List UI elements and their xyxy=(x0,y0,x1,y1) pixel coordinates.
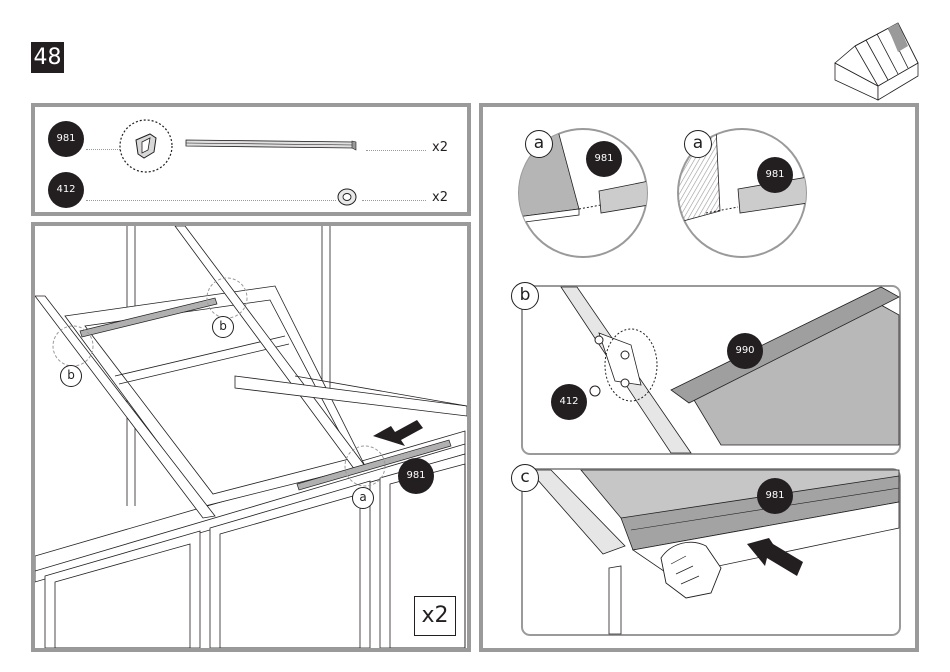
nut-icon xyxy=(336,186,358,208)
detail-letter-a: a xyxy=(525,130,553,158)
profile-detail-icon xyxy=(118,118,174,174)
detail-label-b: b xyxy=(60,365,82,387)
arrow-icon xyxy=(373,420,423,446)
part-badge-981: 981 xyxy=(48,121,84,157)
detail-letter-c: c xyxy=(511,464,539,492)
repeat-count: x2 xyxy=(414,596,456,636)
part-badge-412: 412 xyxy=(48,172,84,208)
greenhouse-thumbnail-icon xyxy=(830,8,922,100)
detail-b-drawing xyxy=(521,285,901,455)
part-badge-981: 981 xyxy=(398,458,434,494)
step-number: 48 xyxy=(31,42,64,73)
quantity-981: x2 xyxy=(432,140,448,155)
detail-letter-a: a xyxy=(684,130,712,158)
leader-line xyxy=(366,150,426,151)
part-badge-412: 412 xyxy=(551,384,587,420)
greenhouse-roof-drawing xyxy=(35,226,467,648)
main-assembly-view xyxy=(31,222,471,652)
part-badge-981: 981 xyxy=(757,478,793,514)
detail-label-b: b xyxy=(212,316,234,338)
leader-line xyxy=(362,200,426,201)
quantity-412: x2 xyxy=(432,190,448,205)
detail-c-drawing xyxy=(521,468,901,636)
detail-letter-b: b xyxy=(511,282,539,310)
part-badge-981: 981 xyxy=(586,141,622,177)
part-badge-990: 990 xyxy=(727,333,763,369)
detail-label-a: a xyxy=(352,487,374,509)
part-badge-981: 981 xyxy=(757,157,793,193)
leader-line xyxy=(86,149,120,150)
leader-line xyxy=(86,200,336,201)
profile-981-drawing xyxy=(184,136,360,156)
